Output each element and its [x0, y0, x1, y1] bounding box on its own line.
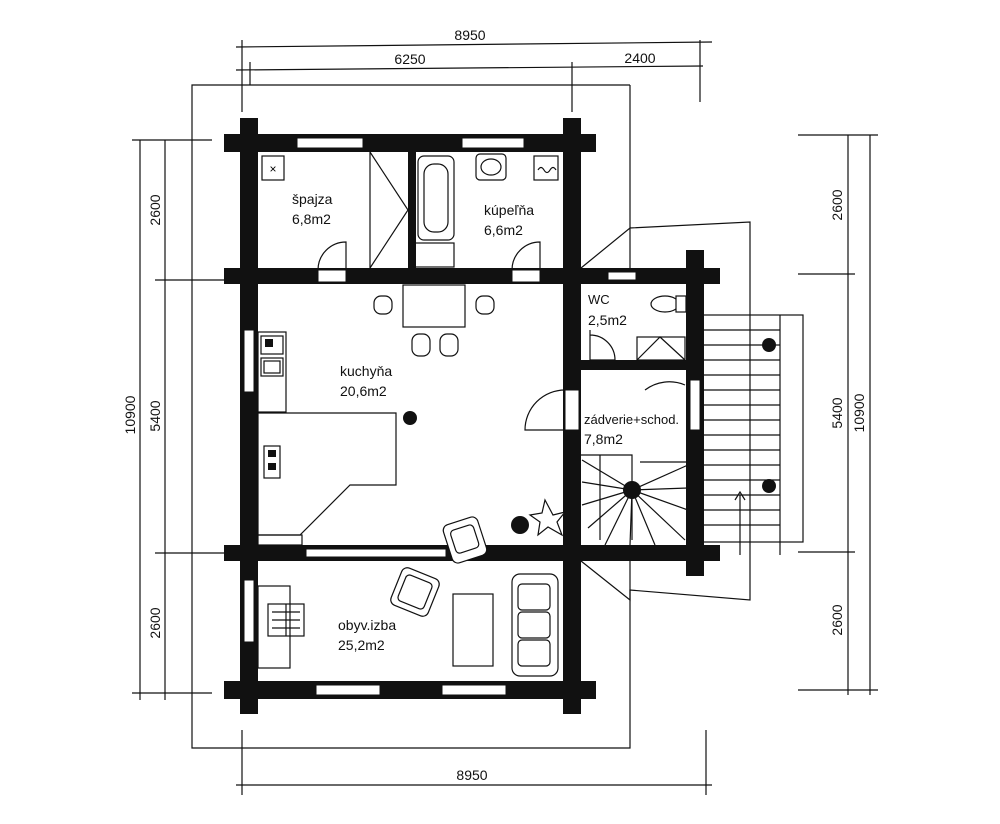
dim-top-left: 6250: [394, 51, 425, 67]
room-area-zadverie: 7,8m2: [584, 431, 623, 447]
windows: [243, 137, 701, 696]
armchair-icon: [442, 516, 488, 564]
kitchen-sink-icon: [260, 357, 284, 377]
dim-left-top: 2600: [147, 194, 163, 225]
dimension-lines: [132, 40, 878, 795]
armchair-icon: [390, 567, 440, 617]
room-name-wc: WC: [588, 292, 610, 307]
plant-icon: [511, 498, 567, 537]
room-name-spajza: špajza: [292, 191, 333, 207]
sink-icon: [475, 153, 507, 181]
room-area-kuchyna: 20,6m2: [340, 383, 387, 399]
kitchen-fixtures: [257, 284, 567, 564]
toilet-icon: [650, 295, 680, 313]
dim-bottom-total: 8950: [456, 767, 487, 783]
dim-left-middle: 5400: [147, 400, 163, 431]
stair-newel: [623, 481, 641, 499]
bathroom-fixtures: [413, 153, 559, 268]
room-area-kupelna: 6,6m2: [484, 222, 523, 238]
room-area-obyv-izba: 25,2m2: [338, 637, 385, 653]
chair-icon: [439, 333, 459, 357]
staircase: [580, 314, 804, 555]
chair-icon: [373, 295, 393, 315]
dim-right-total: 10900: [851, 393, 867, 432]
dim-right-bottom: 2600: [829, 604, 845, 635]
chair-icon: [411, 333, 431, 357]
desk-icon: [257, 585, 305, 669]
coffee-table: [452, 593, 494, 667]
room-name-kupelna: kúpeľňa: [484, 202, 534, 218]
room-name-kuchyna: kuchyňa: [340, 363, 392, 379]
svg-text:×: ×: [269, 162, 276, 176]
dim-top-total: 8950: [454, 27, 485, 43]
room-name-obyv-izba: obyv.izba: [338, 617, 396, 633]
dim-left-total: 10900: [122, 395, 138, 434]
dim-right-top: 2600: [829, 189, 845, 220]
room-area-spajza: 6,8m2: [292, 211, 331, 227]
post-top: [762, 338, 776, 352]
pantry-fixtures: ×: [261, 151, 409, 269]
room-labels: špajza 6,8m2 kúpeľňa 6,6m2 WC 2,5m2 kuch…: [292, 191, 679, 653]
wc-fixtures: [636, 295, 687, 361]
post-bottom: [762, 479, 776, 493]
dim-right-middle: 5400: [829, 397, 845, 428]
sofa-icon: [511, 573, 559, 677]
doors: [317, 226, 686, 602]
living-furniture: [257, 567, 559, 677]
room-name-zadverie: zádverie+schod.: [584, 412, 679, 427]
room-area-wc: 2,5m2: [588, 312, 627, 328]
dim-left-bottom: 2600: [147, 607, 163, 638]
dining-table: [402, 284, 466, 328]
chair-icon: [475, 295, 495, 315]
stove-pipe-icon: [403, 411, 417, 425]
dim-top-right: 2400: [624, 50, 655, 66]
